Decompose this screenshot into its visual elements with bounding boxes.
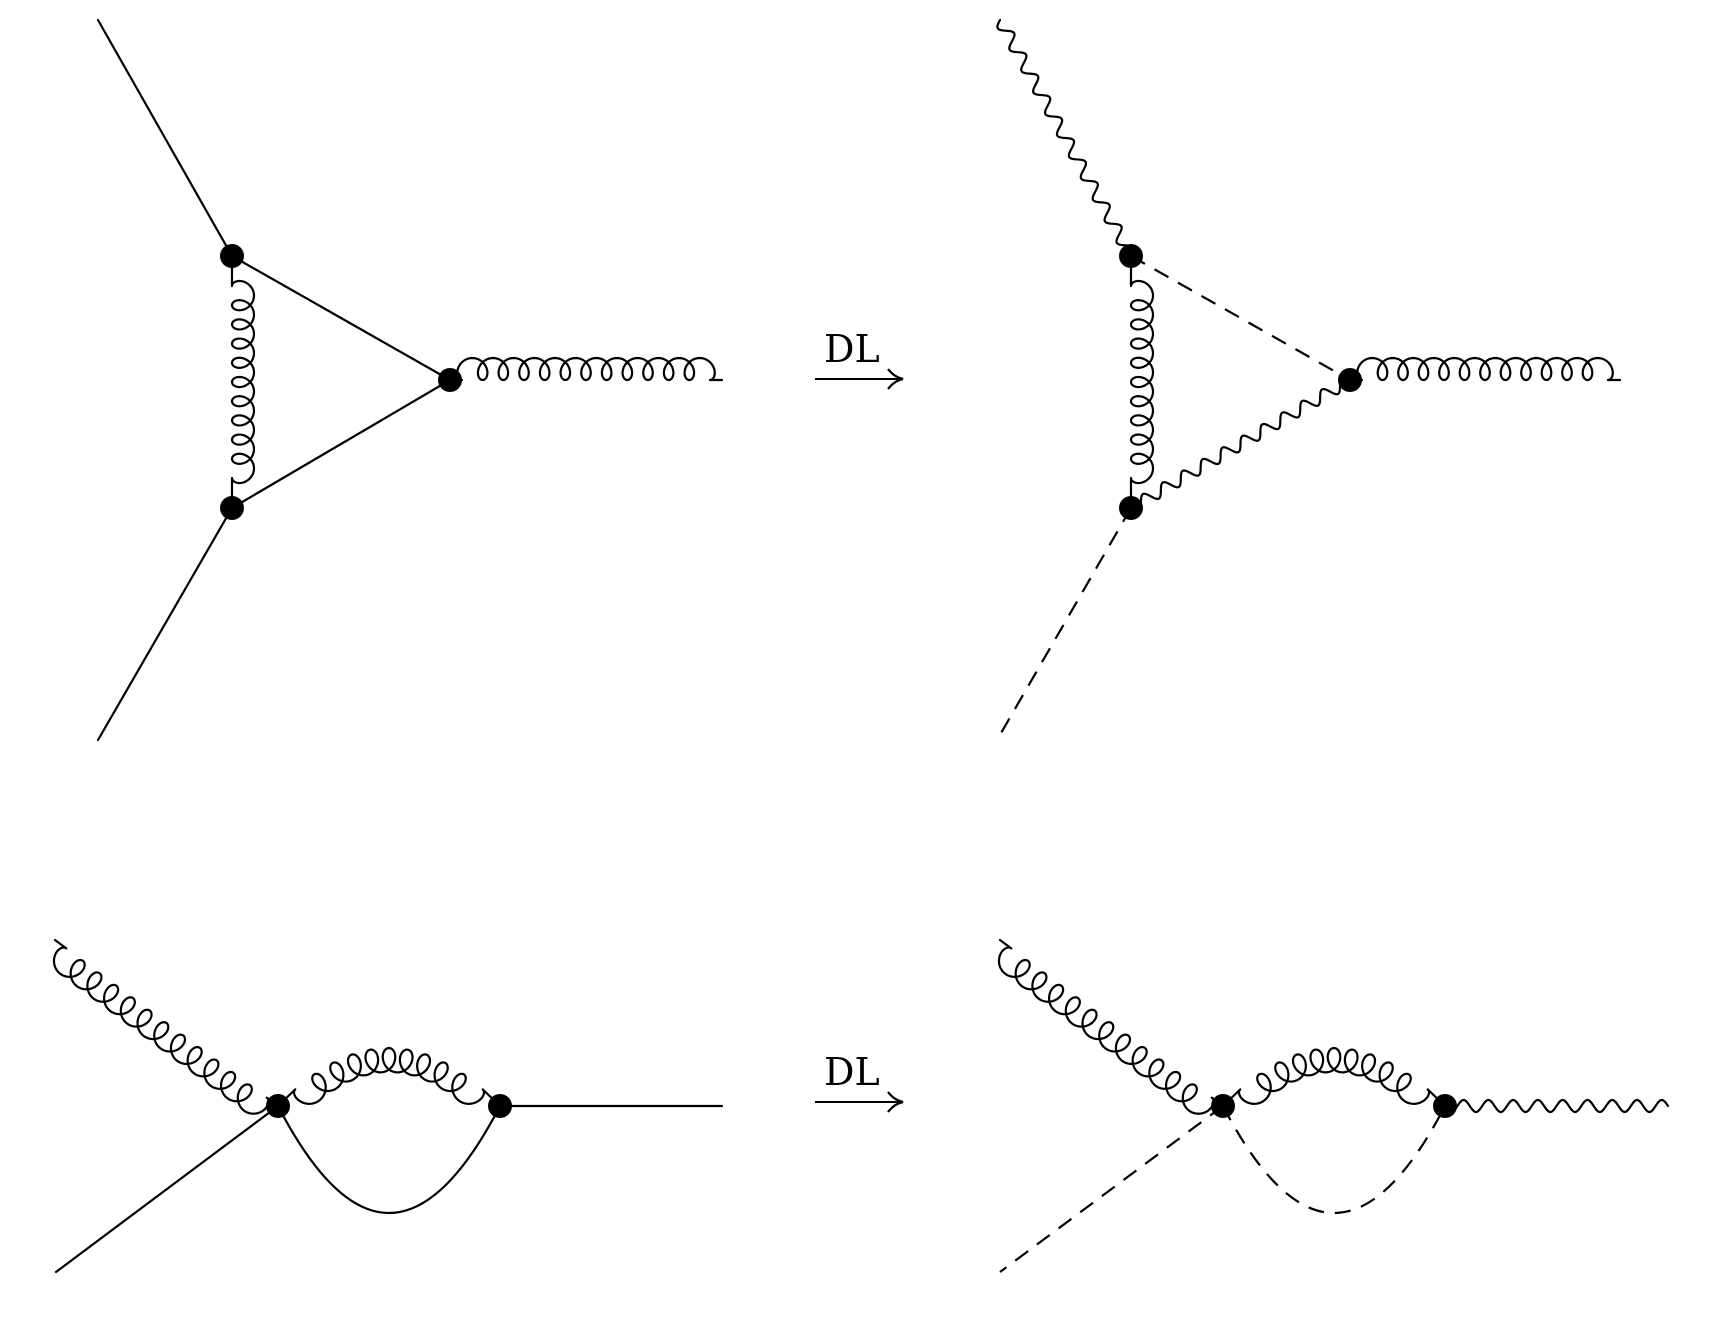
dl-arrow-bottom-label: DL	[824, 1050, 880, 1094]
incoming-photon-line	[996, 18, 1135, 258]
bottom-right-bubble-diagram	[997, 938, 1670, 1273]
bottom-left-bubble-diagram	[52, 938, 724, 1274]
bottom-left-fermion-line	[96, 506, 234, 742]
outgoing-gluon	[448, 356, 724, 382]
triangle-upper-fermion-line	[230, 254, 452, 382]
vertex-right-dot	[1338, 368, 1362, 392]
triangle-vertical-gluon	[1129, 254, 1155, 510]
dl-arrow-bottom-shaft	[815, 1101, 901, 1103]
vertex-bottom-dot	[1119, 496, 1143, 520]
incoming-gluon	[997, 938, 1225, 1115]
outgoing-photon-line	[1443, 1098, 1670, 1114]
vertex-right-dot	[488, 1094, 512, 1118]
vertex-top-dot	[220, 244, 244, 268]
triangle-vertical-gluon	[230, 254, 256, 510]
dl-arrow-top-head-icon	[887, 368, 904, 390]
loop-upper-gluon	[276, 1046, 502, 1108]
incoming-fermion-line	[54, 1104, 280, 1274]
dl-arrow-top-shaft	[815, 378, 901, 380]
dl-arrow-top-label: DL	[824, 327, 880, 371]
vertex-right-dot	[1433, 1094, 1457, 1118]
triangle-upper-scalar-line	[1130, 255, 1351, 381]
top-right-triangle-diagram	[996, 18, 1622, 741]
outgoing-gluon	[1348, 356, 1622, 382]
loop-upper-gluon	[1221, 1046, 1447, 1108]
vertex-left-dot	[1211, 1094, 1235, 1118]
vertex-left-dot	[266, 1094, 290, 1118]
top-left-triangle-diagram	[96, 18, 724, 742]
dl-arrow-bottom-head-icon	[887, 1091, 904, 1113]
vertex-right-dot	[438, 368, 462, 392]
vertex-top-dot	[1119, 244, 1143, 268]
triangle-lower-photon-line	[1129, 376, 1352, 512]
loop-lower-scalar-arc	[1222, 1105, 1446, 1215]
loop-lower-fermion-arc	[276, 1104, 502, 1215]
incoming-gluon	[52, 938, 280, 1115]
bottom-left-scalar-line	[996, 507, 1132, 741]
incoming-scalar-line	[999, 1105, 1224, 1273]
triangle-lower-fermion-line	[230, 378, 452, 510]
top-left-fermion-line	[96, 18, 234, 258]
vertex-bottom-dot	[220, 496, 244, 520]
